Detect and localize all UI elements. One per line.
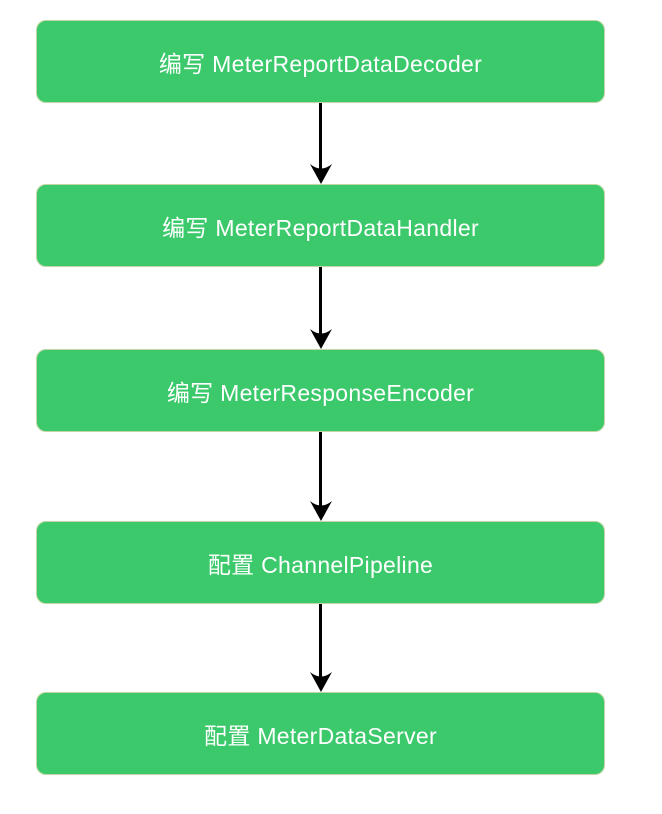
flow-node-pipeline: 配置 ChannelPipeline [36, 521, 605, 604]
flow-node-server: 配置 MeterDataServer [36, 692, 605, 775]
flow-node-label: 配置 MeterDataServer [204, 722, 437, 749]
arrowhead-icon [309, 501, 332, 521]
arrow-down-4 [36, 604, 605, 692]
flow-node-decoder: 编写 MeterReportDataDecoder [36, 20, 605, 103]
arrow-line [319, 604, 322, 681]
flowchart-canvas: 编写 MeterReportDataDecoder 编写 MeterReport… [36, 0, 605, 775]
arrowhead-icon [309, 672, 332, 692]
arrow-down-1 [36, 103, 605, 184]
flow-node-label: 配置 ChannelPipeline [207, 551, 434, 578]
arrow-down-3 [36, 432, 605, 521]
flow-node-encoder: 编写 MeterResponseEncoder [36, 349, 605, 432]
arrow-line [319, 103, 322, 173]
arrowhead-icon [309, 164, 332, 184]
arrowhead-icon [309, 329, 332, 349]
arrow-line [319, 432, 322, 510]
flow-node-label: 编写 MeterReportDataDecoder [158, 50, 483, 77]
flow-node-label: 编写 MeterReportDataHandler [162, 214, 479, 241]
arrow-line [319, 267, 322, 338]
arrow-down-2 [36, 267, 605, 349]
flow-node-label: 编写 MeterResponseEncoder [166, 379, 475, 406]
flow-node-handler: 编写 MeterReportDataHandler [36, 184, 605, 267]
